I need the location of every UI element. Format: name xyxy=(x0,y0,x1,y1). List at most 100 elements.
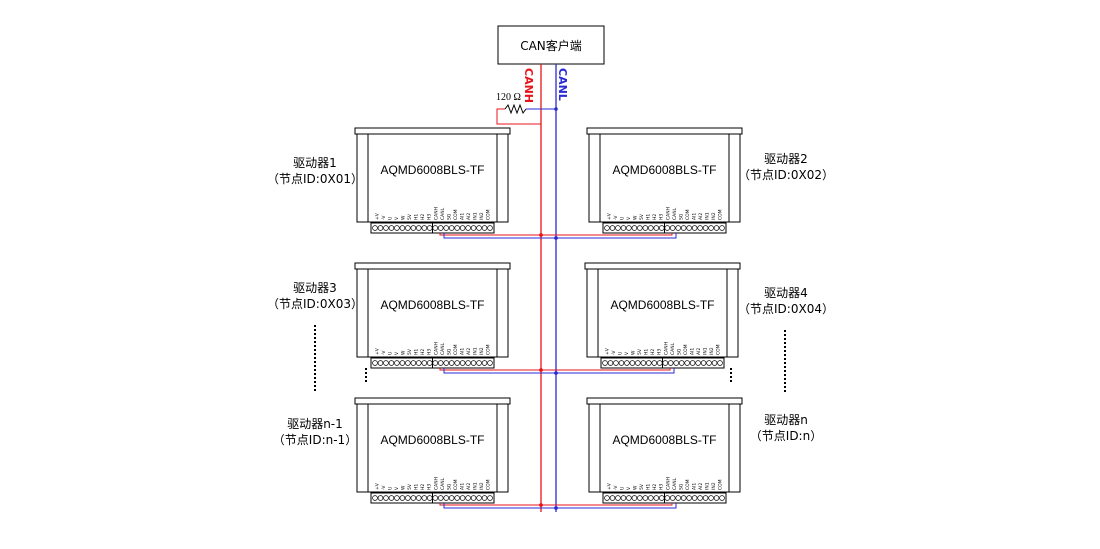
driver-lid xyxy=(354,127,511,135)
terminal-screw xyxy=(604,495,610,501)
terminal-screw xyxy=(702,225,709,231)
pin-label: H3 xyxy=(659,214,665,220)
pin-label: H2 xyxy=(652,214,658,220)
pin-label: V xyxy=(394,351,400,355)
pin-label: IN2 xyxy=(479,482,485,490)
driver-left-flange xyxy=(356,268,369,358)
canl-stub xyxy=(556,368,675,374)
pin-label: -V xyxy=(381,485,387,490)
terminal-screw xyxy=(708,495,714,501)
terminal-screw xyxy=(476,225,482,231)
terminal-screw xyxy=(410,495,417,501)
terminal-screw xyxy=(700,360,707,366)
terminal-screw xyxy=(459,495,466,501)
terminal-screw xyxy=(662,360,668,366)
pin-label: -V xyxy=(381,350,387,355)
continuation-dot xyxy=(730,368,732,370)
terminal-screw xyxy=(405,495,411,501)
driver-name-label: 驱动器2 xyxy=(764,152,808,166)
pin-label: AI2 xyxy=(698,213,704,220)
pin-label: -V xyxy=(613,485,619,490)
terminal-screw xyxy=(388,360,395,366)
continuation-dot xyxy=(784,366,786,368)
continuation-dot xyxy=(314,357,316,359)
terminal-screw xyxy=(620,495,627,501)
pin-label: CANH xyxy=(433,207,439,220)
pin-label: 5V xyxy=(407,483,413,490)
pin-label: H1 xyxy=(644,349,650,355)
driver-right-flange xyxy=(496,133,509,223)
terminal-screw xyxy=(713,225,720,231)
pin-label: COM xyxy=(486,209,492,220)
pin-label: H2 xyxy=(650,349,656,355)
pin-label: W xyxy=(633,215,639,220)
terminal-screw xyxy=(416,495,422,501)
terminal-screw xyxy=(673,360,679,366)
continuation-dot xyxy=(784,346,786,348)
pin-label: H1 xyxy=(414,349,420,355)
pin-label: H2 xyxy=(420,349,426,355)
terminal-screw xyxy=(487,225,493,231)
terminal-screw xyxy=(470,495,477,501)
driver-node-label: （节点ID:0X03） xyxy=(267,297,363,311)
pin-label: H1 xyxy=(646,484,652,490)
terminal-screw xyxy=(459,225,466,231)
driver-node-label: （节点ID:0X02） xyxy=(738,168,834,182)
canh-junction xyxy=(539,368,543,372)
terminal-screw xyxy=(448,225,455,231)
continuation-dot xyxy=(730,372,732,374)
continuation-dot xyxy=(784,382,786,384)
terminal-screw xyxy=(470,360,477,366)
pin-label: H1 xyxy=(414,484,420,490)
pin-label: AI2 xyxy=(466,348,472,355)
pin-label: U xyxy=(620,217,626,220)
continuation-dot xyxy=(730,376,732,378)
continuation-dot xyxy=(314,369,316,371)
pin-label: V xyxy=(624,351,630,355)
terminal-screw xyxy=(711,360,718,366)
terminal-screw xyxy=(432,225,438,231)
pin-label: 5V xyxy=(639,483,645,490)
driver-lid xyxy=(586,397,743,405)
pin-label: CANL xyxy=(440,207,446,220)
terminal-screw xyxy=(719,225,725,231)
resistor-junction xyxy=(554,107,558,111)
terminal-screw xyxy=(657,360,663,366)
terminal-screw xyxy=(609,225,616,231)
can-client-label: CAN客户端 xyxy=(520,38,582,53)
driver-right-flange xyxy=(496,403,509,493)
continuation-dot xyxy=(365,368,367,370)
pin-label: AI2 xyxy=(698,483,704,490)
pin-label: -V xyxy=(611,350,617,355)
canl-stub xyxy=(556,233,677,239)
terminal-screw xyxy=(372,495,378,501)
driver-model-label: AQMD6008BLS-TF xyxy=(380,433,484,447)
driver-name-label: 驱动器4 xyxy=(764,286,808,300)
terminal-screw xyxy=(629,360,636,366)
continuation-dot xyxy=(314,389,316,391)
pin-label: COM xyxy=(453,479,459,490)
terminal-screw xyxy=(615,225,621,231)
terminal-screw xyxy=(637,495,643,501)
terminal-screw xyxy=(372,225,378,231)
terminal-screw xyxy=(653,495,660,501)
terminal-screw xyxy=(702,495,709,501)
terminal-screw xyxy=(432,360,438,366)
pin-label: H2 xyxy=(420,214,426,220)
terminal-screw xyxy=(454,360,460,366)
driver-name-label: 驱动器n xyxy=(764,413,808,427)
continuation-dot xyxy=(314,385,316,387)
terminal-screw xyxy=(675,225,681,231)
pin-label: V xyxy=(394,486,400,490)
terminal-screw xyxy=(416,225,422,231)
continuation-dots xyxy=(314,325,786,392)
pin-label: V xyxy=(626,216,632,220)
terminal-screw xyxy=(684,360,690,366)
terminal-screw xyxy=(695,360,701,366)
terminal-screw xyxy=(686,495,692,501)
pin-label: 5V xyxy=(639,213,645,220)
driver-model-label: AQMD6008BLS-TF xyxy=(380,298,484,312)
pin-label: -V xyxy=(381,215,387,220)
terminal-screw xyxy=(377,225,384,231)
